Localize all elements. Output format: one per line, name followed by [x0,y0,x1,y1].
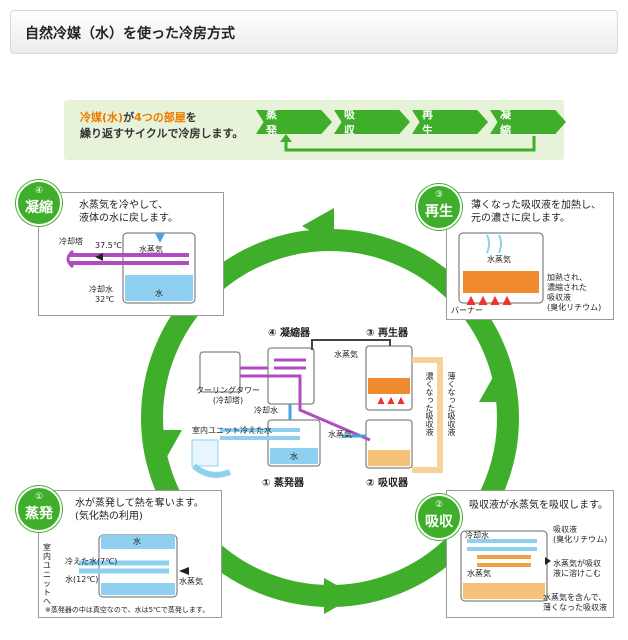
center-coolwater-label: 冷却水 [254,406,278,415]
condense-temp-hot: 37.5℃ [95,241,122,250]
center-tower-label: クーリングタワー(冷却塔) [196,386,260,405]
regen-desc: 薄くなった吸収液を加熱し、元の濃さに戻します。 [471,200,601,224]
condense-temp-cool: 32℃ [95,295,115,304]
step-condense: 凝 縮 [490,110,566,134]
regenerator-label: ③ 再生器 [366,328,408,339]
step-regenerate: 再 生 [412,110,488,134]
absorb-liquid-label: 吸収液(臭化リチウム) [553,525,608,544]
absorb-illustration [460,530,551,602]
ring-arrow-right [479,370,515,402]
condenser-label: ④ 凝縮器 [268,328,310,339]
panel-regenerate: 薄くなった吸収液を加熱し、元の濃さに戻します。 水蒸気 加熱され、濃縮された吸収… [446,192,614,320]
absorb-absorbed-label: 水蒸気が吸収液に溶けこむ [553,559,601,578]
intro-line2: 繰り返すサイクルで冷房します。 [80,127,244,140]
evap-steam-label: 水蒸気 [179,577,203,586]
ring-arrow-left [146,430,182,462]
intro-return-arrow [280,134,536,152]
panel-evaporate: 水が蒸発して熱を奪います。(気化熱の利用) 室内ユニットへ 水 冷えた水(7℃)… [38,490,222,618]
center-steam2-label: 水蒸気 [328,430,352,439]
regen-heated-label: 加熱され、濃縮された吸収液(臭化リチウム) [547,273,602,312]
center-water-label: 水 [290,452,298,461]
absorb-desc: 吸収液が水蒸気を吸収します。 [469,500,608,511]
absorb-steam-label: 水蒸気 [467,569,491,578]
intro-refrigerant: 冷媒(水) [80,111,124,124]
step-absorb: 吸 収 [334,110,410,134]
regen-steam-label: 水蒸気 [487,255,511,264]
ring-arrow-top [302,208,334,244]
condense-steam-label: 水蒸気 [139,245,163,254]
intro-rooms: 4つの部屋 [134,111,186,124]
center-diluted-label: 薄くなった吸収液 [447,372,456,436]
step-evaporate: 蒸 発 [256,110,332,134]
condense-tower-label: 冷却塔 [59,237,83,246]
evap-indoor-label: 室内ユニットへ [43,543,51,606]
evap-chilled-label: 冷えた水(7℃) [65,557,118,566]
condense-water-label: 水 [155,289,163,298]
absorber-label: ② 吸収器 [366,478,408,489]
page-header: 自然冷媒（水）を使った冷房方式 [10,10,618,54]
evap-water12-label: 水(12℃) [65,575,99,584]
evap-desc: 水が蒸発して熱を奪います。(気化熱の利用) [75,498,204,522]
intro-mid: が [123,111,135,124]
evap-water-label: 水 [133,537,141,546]
evaporator-label: ① 蒸発器 [262,478,304,489]
regen-burner-label: バーナー [451,306,483,315]
center-indoor-label: 室内ユニット [192,426,240,435]
intro-suffix: を [185,111,197,124]
absorb-coolwater-label: 冷却水 [465,531,489,540]
regen-illustration [458,232,544,306]
condense-coolwater-label: 冷却水 [89,285,113,294]
center-chilled-label: 冷えた水 [240,426,272,435]
intro-box: 冷媒(水)が4つの部屋を 繰り返すサイクルで冷房します。 蒸 発 吸 収 再 生… [64,100,566,160]
evap-note: ※蒸発器の中は真空なので、水は5℃で蒸発します。 [45,606,210,614]
center-concentrated-label: 濃くなった吸収液 [425,372,434,436]
ring-arrow-bottom [324,578,356,614]
center-steam1-label: 水蒸気 [334,350,358,359]
absorb-diluted-label: 水蒸気を含んで、薄くなった吸収液 [543,593,607,612]
panel-condense: 水蒸気を冷やして、液体の水に戻します。 冷却塔 37.5℃ 水蒸気 冷却水 32… [38,192,224,316]
page-title: 自然冷媒（水）を使った冷房方式 [25,26,235,42]
condense-illustration [66,232,196,304]
panel-absorb: 吸収液が水蒸気を吸収します。 冷却水 吸収液(臭化リチウム) 水蒸気 水蒸気が吸… [446,490,614,618]
evap-illustration [79,534,189,598]
condense-desc: 水蒸気を冷やして、液体の水に戻します。 [79,200,178,224]
intro-text: 冷媒(水)が4つの部屋を 繰り返すサイクルで冷房します。 [80,110,243,142]
